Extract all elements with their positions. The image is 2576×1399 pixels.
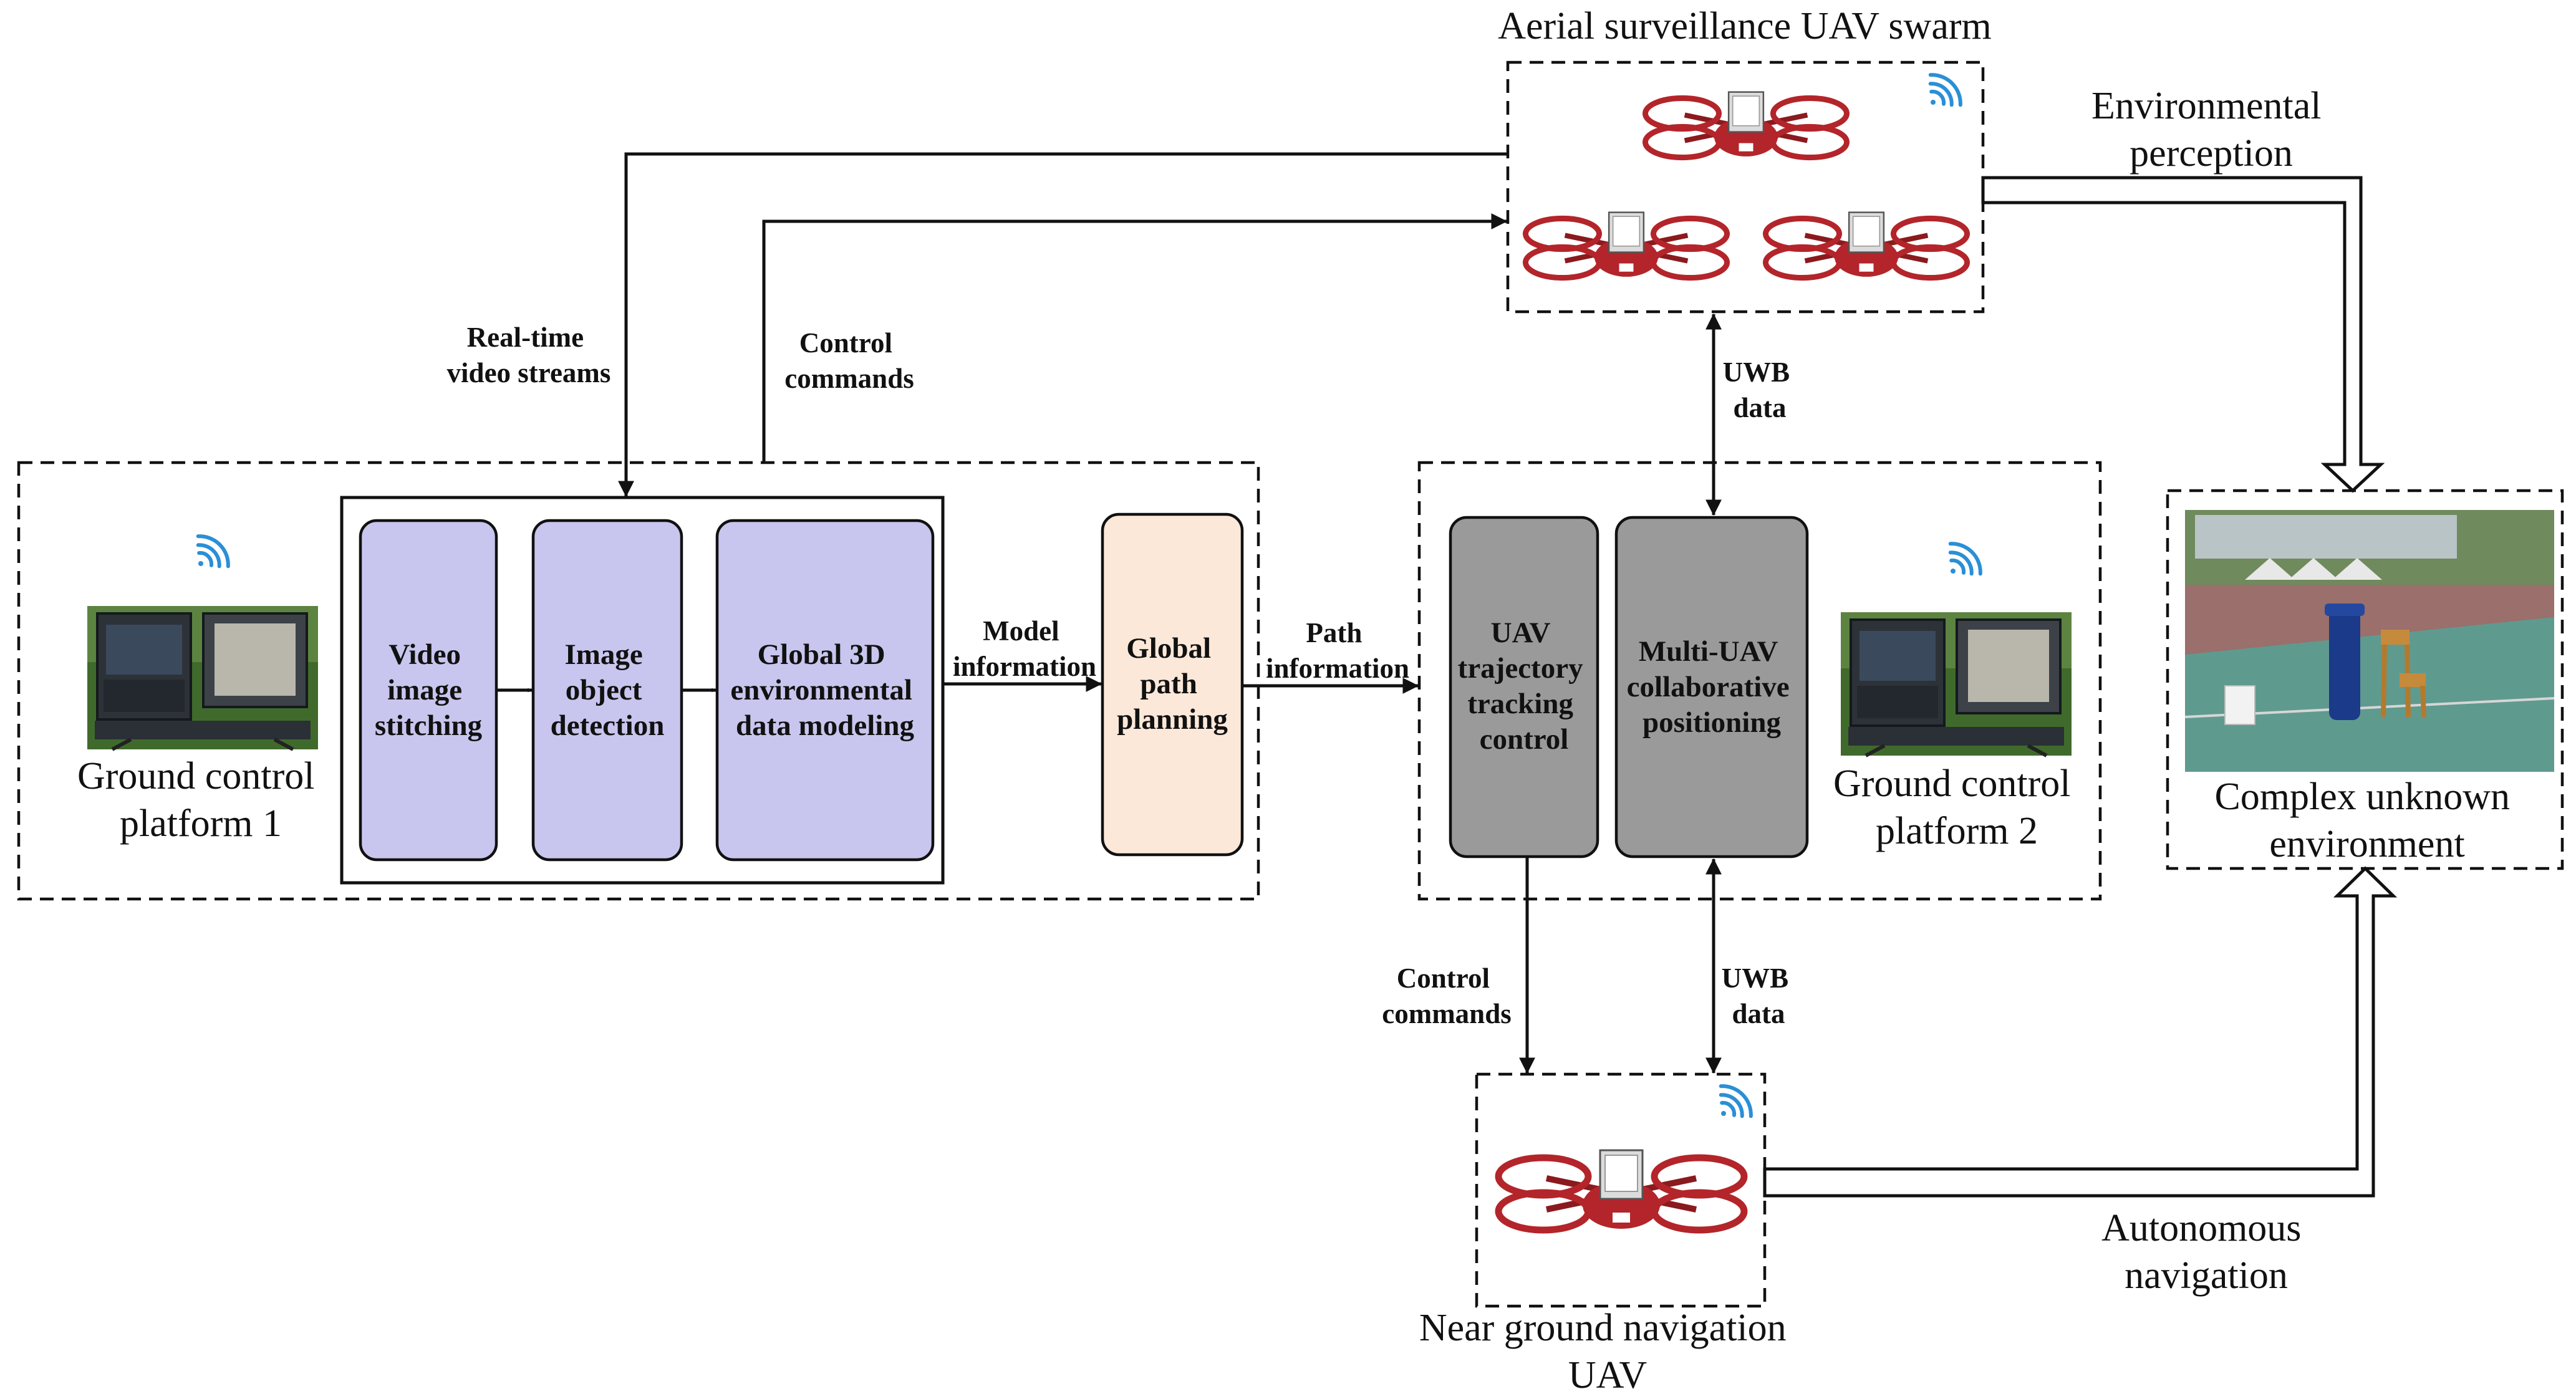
processing-chain-frame [340,496,945,885]
drone-icon [1765,213,1967,278]
trajectory-control-label: UAV trajectory tracking control [1458,617,1591,756]
autonomous-navigation-label: Autonomous navigation [2101,1207,2311,1297]
wifi-icon [1931,69,1967,105]
arrow-control-commands-top [762,213,1508,463]
ground-platform-2-group [1417,461,2102,901]
arrow-autonomous-navigation [1763,866,2398,1198]
environment-label: Complex unknown environment [2214,776,2519,865]
object-detection-label: Image object detection [551,638,665,742]
model-information-label: Model information [953,615,1096,682]
court-photo [2184,510,2555,772]
arrow-environmental-perception [1981,176,2385,493]
ground-platform-1-group [17,461,1260,901]
control-commands-bottom-label: Control commands [1382,963,1512,1029]
modeling-label: Global 3D environmental data modeling [730,638,919,742]
ground-platform-2-label: Ground control platform 2 [1833,762,2080,852]
trajectory-control-box [1449,516,1599,858]
wifi-icon [1721,1080,1758,1117]
control-commands-top-label: Control commands [784,327,914,394]
drone-icon [1498,1150,1744,1230]
laptop-case-photo [87,606,318,749]
environmental-perception-label: Environmental perception [2091,85,2331,175]
positioning-label: Multi-UAV collaborative positioning [1627,635,1797,739]
near-ground-uav-label: Near ground navigation UAV [1419,1307,1796,1397]
video-stitching-label: Video image stitching [375,638,483,742]
drone-icon [1645,92,1846,158]
ground-platform-1-label: Ground control platform 1 [77,755,324,845]
wifi-icon [1951,537,1987,574]
modeling-box [715,519,935,862]
wifi-icon [198,530,235,567]
uwb-top-label: UWB data [1723,357,1797,423]
path-information-label: Path information [1266,617,1409,684]
positioning-box [1614,516,1809,858]
path-planning-label: Global path planning [1117,632,1228,736]
aerial-swarm-title: Aerial surveillance UAV swarm [1498,5,1991,47]
arrow-video-streams [618,152,1508,498]
laptop-case-photo [1841,612,2072,756]
drone-icon [1525,213,1727,278]
video-streams-label: Real-time video streams [447,322,611,388]
uwb-bottom-label: UWB data [1722,963,1796,1029]
